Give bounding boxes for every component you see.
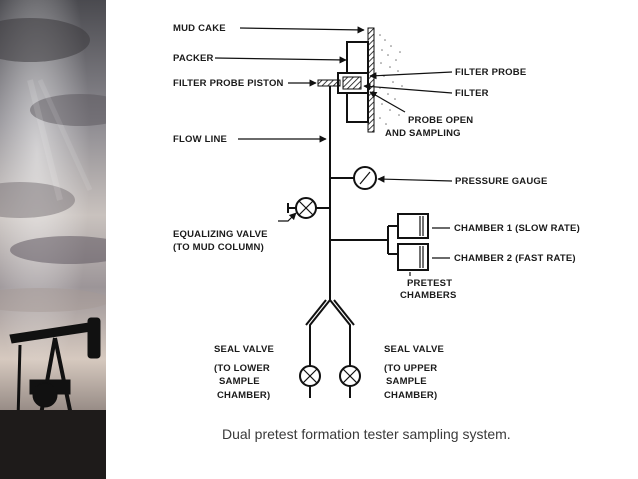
label-seal-valve-left-3: SAMPLE [219, 376, 260, 387]
label-seal-valve-right-3: SAMPLE [386, 376, 427, 387]
label-pressure-gauge: PRESSURE GAUGE [455, 176, 548, 187]
label-seal-valve-right-1: SEAL VALVE [384, 344, 444, 355]
label-filter-probe-piston: FILTER PROBE PISTON [173, 78, 284, 89]
label-chamber-2: CHAMBER 2 (FAST RATE) [454, 253, 576, 264]
label-chamber-1: CHAMBER 1 (SLOW RATE) [454, 223, 580, 234]
label-pretest-1: PRETEST [407, 278, 452, 289]
label-seal-valve-left-1: SEAL VALVE [214, 344, 274, 355]
label-probe-open-1: PROBE OPEN [408, 115, 473, 126]
label-seal-valve-left-4: CHAMBER) [217, 390, 270, 401]
label-filter: FILTER [455, 88, 489, 99]
mud-cake-dots [379, 34, 403, 125]
label-equalizing-valve-2: (TO MUD COLUMN) [173, 242, 264, 253]
label-pretest-2: CHAMBERS [400, 290, 457, 301]
label-flow-line: FLOW LINE [173, 134, 227, 145]
label-equalizing-valve-1: EQUALIZING VALVE [173, 229, 268, 240]
label-filter-probe: FILTER PROBE [455, 67, 526, 78]
figure-caption: Dual pretest formation tester sampling s… [222, 426, 511, 442]
label-mud-cake: MUD CAKE [173, 23, 226, 34]
filter [342, 76, 362, 90]
label-probe-open-2: AND SAMPLING [385, 128, 461, 139]
filter-probe-piston [317, 79, 341, 87]
label-seal-valve-right-2: (TO UPPER [384, 363, 437, 374]
formation-tester-schematic: MUD CAKE PACKER FILTER PROBE PISTON FLOW… [173, 23, 580, 401]
label-seal-valve-left-2: (TO LOWER [214, 363, 270, 374]
oil-pump-jack-photo [0, 0, 106, 479]
label-packer: PACKER [173, 53, 214, 64]
label-seal-valve-right-4: CHAMBER) [384, 390, 437, 401]
